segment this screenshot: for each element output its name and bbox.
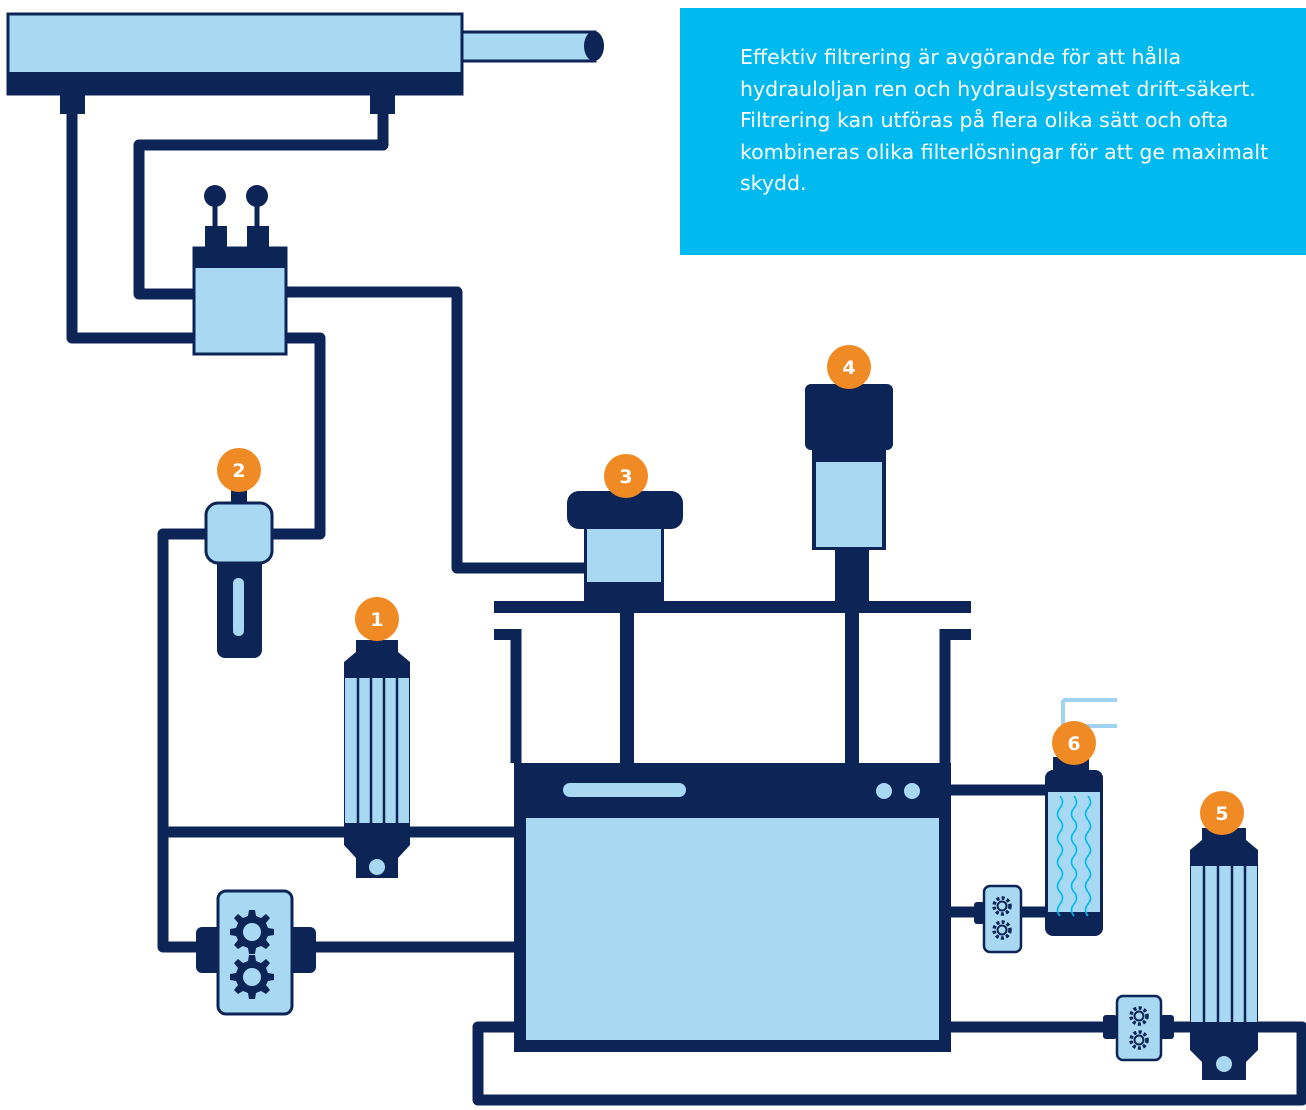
badge-3-circle xyxy=(604,454,648,498)
badge-4: 4 xyxy=(827,345,871,389)
small-pump-1 xyxy=(974,884,1023,954)
filter-5 xyxy=(1190,828,1258,1080)
badge-6-circle xyxy=(1052,721,1096,765)
filter-6 xyxy=(1045,698,1117,936)
badge-1-circle xyxy=(355,597,399,641)
badge-3-label: 3 xyxy=(619,466,632,488)
small-pump-2 xyxy=(1103,994,1174,1062)
badge-5-circle xyxy=(1200,791,1244,835)
badge-4-label: 4 xyxy=(842,357,855,379)
info-text: Effektiv filtrering är avgörande för att… xyxy=(740,45,1269,195)
badge-1: 1 xyxy=(355,597,399,641)
badge-2: 2 xyxy=(217,448,261,492)
main-pump xyxy=(196,889,316,1016)
badge-6-label: 6 xyxy=(1067,733,1080,755)
filter-4 xyxy=(805,384,893,550)
filter-2 xyxy=(204,490,274,658)
badge-2-label: 2 xyxy=(232,460,245,482)
directional-valve xyxy=(192,185,288,356)
pipe-network xyxy=(66,89,1306,1106)
badge-3: 3 xyxy=(604,454,648,498)
badge-5: 5 xyxy=(1200,791,1244,835)
filter-3 xyxy=(567,491,683,604)
hydraulic-cylinder xyxy=(6,12,604,114)
badge-4-circle xyxy=(827,345,871,389)
reservoir-tank xyxy=(494,540,971,1052)
badge-1-label: 1 xyxy=(370,609,383,631)
info-box: Effektiv filtrering är avgörande för att… xyxy=(680,8,1306,255)
filter-1 xyxy=(344,640,410,878)
badge-2-circle xyxy=(217,448,261,492)
badge-5-label: 5 xyxy=(1215,803,1228,825)
badge-6: 6 xyxy=(1052,721,1096,765)
